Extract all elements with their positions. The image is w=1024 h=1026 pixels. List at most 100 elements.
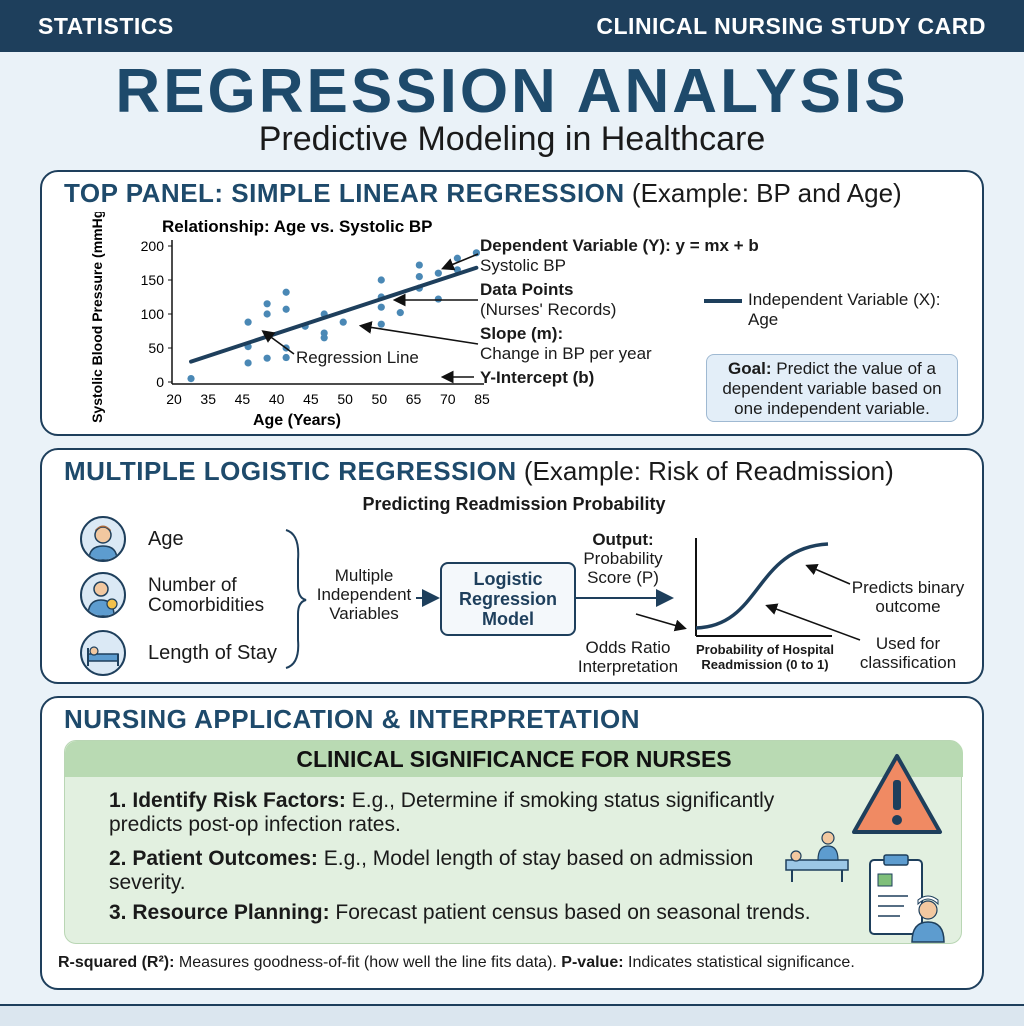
output-label-text: Probability Score (P)	[583, 549, 663, 587]
y-tick-label: 200	[141, 238, 165, 254]
output-label-bold: Output:	[592, 530, 654, 549]
regression-line-label: Regression Line	[296, 348, 419, 367]
footnote-r-squared-text: Measures goodness-of-fit (how well the l…	[178, 954, 557, 971]
sigmoid-curve	[695, 542, 829, 630]
y-tick-label: 0	[156, 374, 164, 390]
input-age-label: Age	[148, 528, 184, 550]
item-3-bold: Resource Planning:	[132, 901, 330, 924]
chart-x-axis-label: Age (Years)	[253, 412, 341, 429]
data-point	[187, 375, 195, 383]
scatter-chart: Relationship: Age vs. Systolic BP Systol…	[89, 212, 490, 429]
clinical-significance-box: CLINICAL SIGNIFICANCE FOR NURSES 1. Iden…	[64, 740, 963, 944]
footnote-r-squared-bold: R-squared (R²):	[58, 954, 175, 971]
slope-sub: Change in BP per year	[480, 344, 652, 363]
legend-label-1: Independent Variable (X):	[748, 290, 941, 309]
slope-label: Slope (m): Change in BP per year	[480, 324, 652, 364]
data-point	[244, 318, 252, 326]
x-tick-label: 20	[166, 391, 182, 407]
goal-bold: Goal:	[728, 359, 772, 378]
panel-nursing-application: NURSING APPLICATION & INTERPRETATION CLI…	[40, 696, 984, 990]
panel3-heading-bold: NURSING APPLICATION & INTERPRETATION	[64, 704, 641, 734]
data-point	[396, 309, 404, 317]
panel-multiple-logistic-regression: MULTIPLE LOGISTIC REGRESSION (Example: R…	[40, 448, 984, 684]
data-point	[244, 359, 252, 367]
x-tick-label: 40	[269, 391, 285, 407]
item-2-num: 2.	[109, 847, 127, 870]
significance-item-1: 1. Identify Risk Factors: E.g., Determin…	[109, 789, 829, 837]
input-comorbidities-label: Number of Comorbidities	[148, 575, 265, 616]
chart-axes	[171, 240, 484, 385]
chart-ticks: 0 50 100 150 200 20 35 45 40 45 50 50 65 70 85	[141, 238, 490, 407]
x-tick-label: 65	[406, 391, 422, 407]
slope-title: Slope (m):	[480, 324, 564, 343]
chart-y-axis-label: Systolic Blood Pressure (mmHg)	[89, 212, 105, 423]
panel2-heading-rest: (Example: Risk of Readmission)	[523, 456, 894, 486]
data-point	[377, 303, 385, 311]
top-header-bar: STATISTICS CLINICAL NURSING STUDY CARD	[0, 0, 1024, 52]
data-points-sub: (Nurses' Records)	[480, 300, 617, 319]
panel2-heading-bold: MULTIPLE LOGISTIC REGRESSION	[64, 456, 517, 486]
panel1-heading-bold: TOP PANEL: SIMPLE LINEAR REGRESSION	[64, 178, 625, 208]
x-tick-label: 50	[337, 391, 353, 407]
data-point	[415, 273, 423, 281]
y-intercept-title: Y-Intercept (b)	[480, 368, 595, 387]
doctor-icon	[80, 572, 126, 618]
panel-simple-linear-regression: TOP PANEL: SIMPLE LINEAR REGRESSION (Exa…	[40, 170, 984, 436]
data-point	[263, 300, 271, 308]
data-point	[263, 310, 271, 318]
data-point	[320, 334, 328, 342]
page-subtitle: Predictive Modeling in Healthcare	[258, 120, 766, 158]
input-length-of-stay-label: Length of Stay	[148, 642, 277, 664]
item-1-num: 1.	[109, 789, 127, 812]
footnote-p-value-bold: P-value:	[561, 954, 624, 971]
chart-title: Relationship: Age vs. Systolic BP	[162, 217, 433, 236]
footnote: R-squared (R²): Measures goodness-of-fit…	[58, 954, 855, 972]
callout-arrows	[261, 253, 742, 384]
logistic-model-box: Logistic Regression Model	[440, 562, 576, 636]
panel2-subtitle: Predicting Readmission Probability	[362, 494, 666, 514]
data-point	[377, 320, 385, 328]
significance-item-2: 2. Patient Outcomes: E.g., Model length …	[109, 847, 829, 895]
data-point	[282, 305, 290, 313]
clinical-significance-title: CLINICAL SIGNIFICANCE FOR NURSES	[65, 741, 963, 777]
sigmoid-x-label: Probability of Hospital Readmission (0 t…	[696, 642, 834, 672]
data-point	[339, 318, 347, 326]
odds-ratio-label: Odds Ratio Interpretation	[577, 638, 679, 676]
chart-regression-line	[189, 265, 479, 364]
item-3-text: Forecast patient census based on seasona…	[335, 901, 811, 924]
item-2-text: E.g., Model length of stay based on admi…	[109, 847, 754, 894]
page-title: REGRESSION ANALYSIS	[115, 57, 909, 126]
x-tick-label: 45	[235, 391, 251, 407]
data-point	[263, 354, 271, 362]
x-tick-label: 70	[440, 391, 456, 407]
x-tick-label: 35	[200, 391, 216, 407]
header-left-label: STATISTICS	[38, 12, 174, 39]
x-tick-label: 85	[474, 391, 490, 407]
panel1-heading: TOP PANEL: SIMPLE LINEAR REGRESSION (Exa…	[64, 178, 902, 209]
significance-item-3: 3. Resource Planning: Forecast patient c…	[109, 901, 889, 925]
data-points-title: Data Points	[480, 280, 574, 299]
data-point	[282, 353, 290, 362]
panel2-connectors	[285, 529, 861, 669]
y-tick-label: 100	[141, 306, 165, 322]
data-point	[453, 254, 461, 262]
item-1-text: E.g., Determine if smoking status signif…	[109, 789, 775, 836]
goal-text: Predict the value of a dependent variabl…	[722, 359, 942, 418]
multiple-independent-label: Multiple Independent Variables	[316, 566, 412, 623]
data-point	[434, 295, 442, 303]
patient-avatar-icon	[80, 516, 126, 562]
item-2-bold: Patient Outcomes:	[132, 847, 318, 870]
y-tick-label: 50	[148, 340, 164, 356]
output-label: Output: Probability Score (P)	[574, 530, 672, 587]
panel3-heading: NURSING APPLICATION & INTERPRETATION	[64, 704, 640, 735]
data-point	[415, 261, 423, 269]
warning-icon	[852, 754, 942, 834]
dependent-variable-sub: Systolic BP	[480, 256, 566, 275]
y-tick-label: 150	[141, 272, 165, 288]
legend-independent-variable: Independent Variable (X): Age	[748, 290, 940, 330]
nurse-patient-icon	[785, 831, 849, 882]
item-3-num: 3.	[109, 901, 127, 924]
x-tick-label: 50	[372, 391, 388, 407]
data-points-label: Data Points (Nurses' Records)	[480, 280, 616, 320]
x-tick-label: 45	[303, 391, 319, 407]
